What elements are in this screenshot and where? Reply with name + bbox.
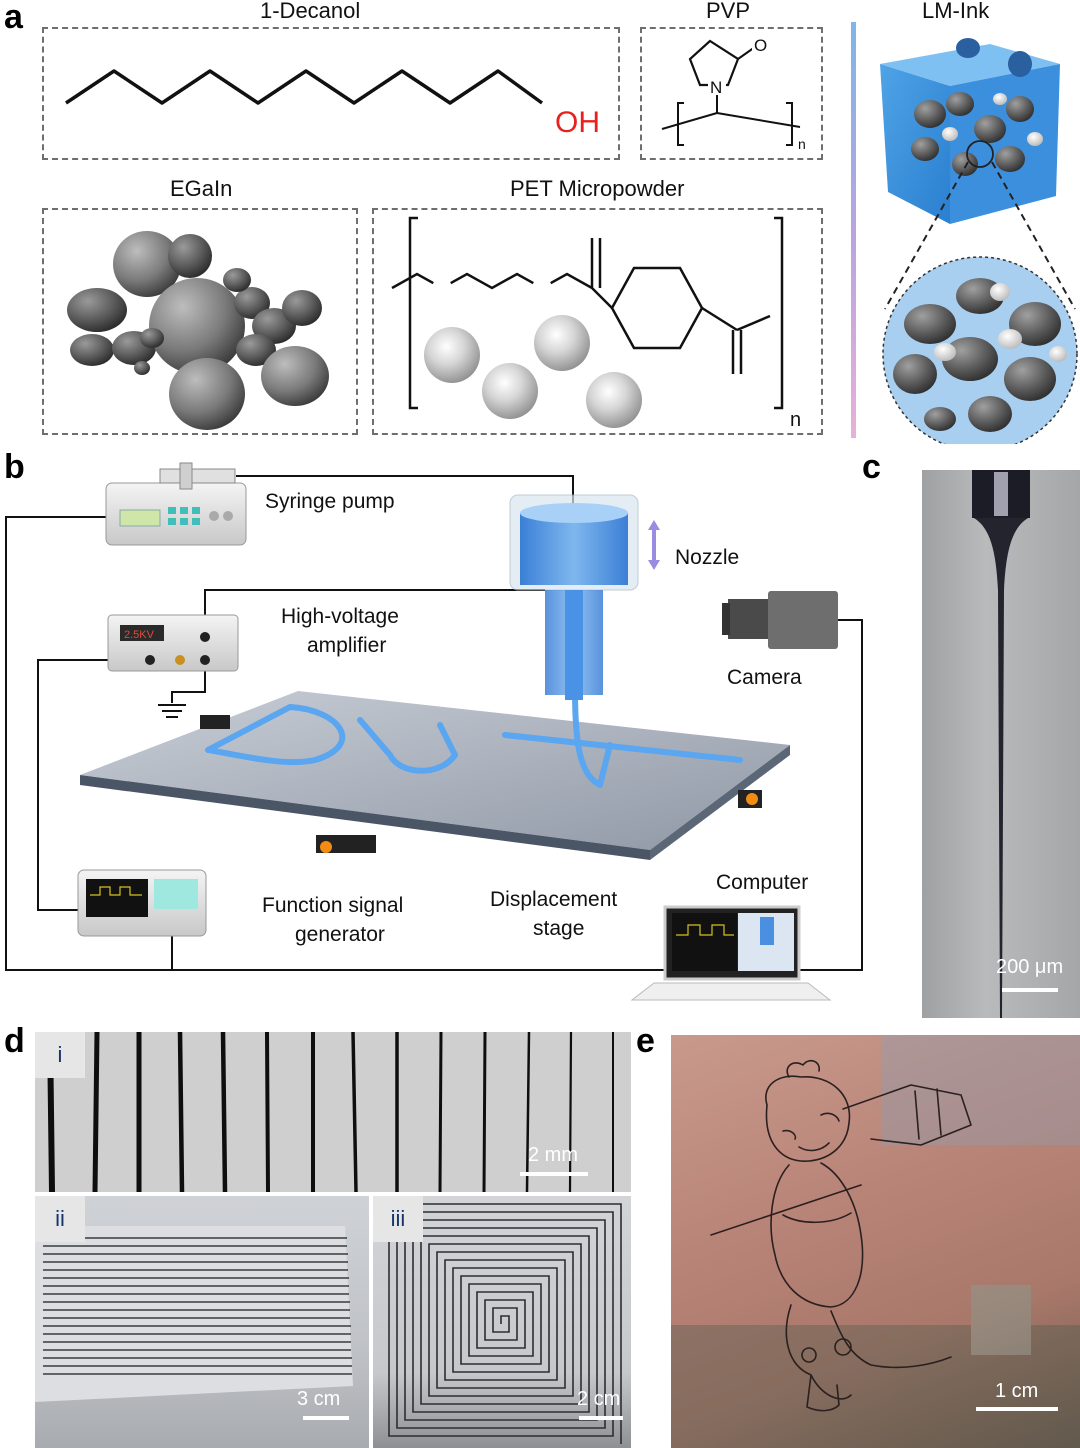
syringe-pump-icon [105,462,247,546]
displacement-stage-label-line1: Displacement [490,888,618,911]
pvp-o-atom: O [754,36,767,55]
spiral-photo-iii: iii 2 cm [373,1196,631,1448]
function-generator-label-line2: generator [295,923,385,946]
svg-text:2.5KV: 2.5KV [124,629,155,641]
nozzle-label: Nozzle [675,546,740,569]
jet-photo: 200 μm [922,470,1080,1018]
decanol-box [42,27,620,160]
scale-bar-ii [303,1416,349,1420]
scale-label-iii: 2 cm [577,1388,621,1410]
pvp-box [640,27,823,160]
panel-label-e: e [636,1022,655,1060]
hv-amplifier-label-line1: High-voltage [281,605,399,628]
sublabel-i: i [35,1032,85,1078]
scale-bar-i [520,1172,588,1176]
pvp-n-subscript: n [798,136,806,152]
printing-setup-diagram: 2.5KV [5,462,863,1001]
pet-n-subscript: n [790,409,801,431]
cartoon-figure-drawing [710,1059,972,1412]
scale-label-i: 2 mm [528,1144,578,1166]
figure-scale-bar [976,1407,1058,1411]
decanol-structure: OH [65,69,600,139]
oh-label: OH [555,106,600,139]
panel-label-c: c [862,448,881,486]
pvp-n-atom: N [710,78,722,97]
high-voltage-amplifier-icon: 2.5KV [107,614,239,672]
scale-label-ii: 3 cm [297,1388,341,1410]
pet-structure: n [391,216,801,431]
nozzle-icon [509,494,660,700]
sublabel-ii: ii [35,1196,85,1242]
hv-amplifier-label-line2: amplifier [307,634,387,657]
function-generator-icon [77,869,207,937]
computer-label: Computer [716,871,809,894]
displacement-stage-label-line2: stage [533,917,585,940]
camera-icon [722,591,838,649]
pet-title: PET Micropowder [510,176,685,201]
panel-label-b: b [4,448,25,486]
lm-ink-title: LM-Ink [922,0,990,23]
decanol-title: 1-Decanol [260,0,361,23]
camera-label: Camera [727,666,802,689]
printed-figure-photo: 1 cm [671,1035,1080,1448]
lines-photo-i: i 2 mm [35,1032,631,1192]
pvp-title: PVP [706,0,751,23]
square-spiral [388,1203,622,1444]
panel-label-a: a [4,0,23,36]
egain-title: EGaIn [170,176,233,201]
pet-box [372,208,823,435]
figure-scale-label: 1 cm [995,1380,1039,1402]
syringe-pump-label: Syringe pump [265,490,395,513]
jet-scale-label: 200 μm [996,956,1064,978]
panel-label-d: d [4,1022,25,1060]
egain-box [42,208,358,435]
lines-photo-ii: ii 3 cm [35,1196,369,1448]
pvp-structure: N O n [661,35,806,152]
scale-bar-iii [579,1416,623,1420]
egain-sem-image [67,231,329,430]
sublabel-iii: iii [373,1196,423,1242]
lm-ink-illustration [880,38,1078,444]
jet-scale-bar [1002,988,1058,992]
function-generator-label-line1: Function signal [262,894,404,917]
computer-icon [630,905,832,1001]
gradient-divider [851,22,856,438]
